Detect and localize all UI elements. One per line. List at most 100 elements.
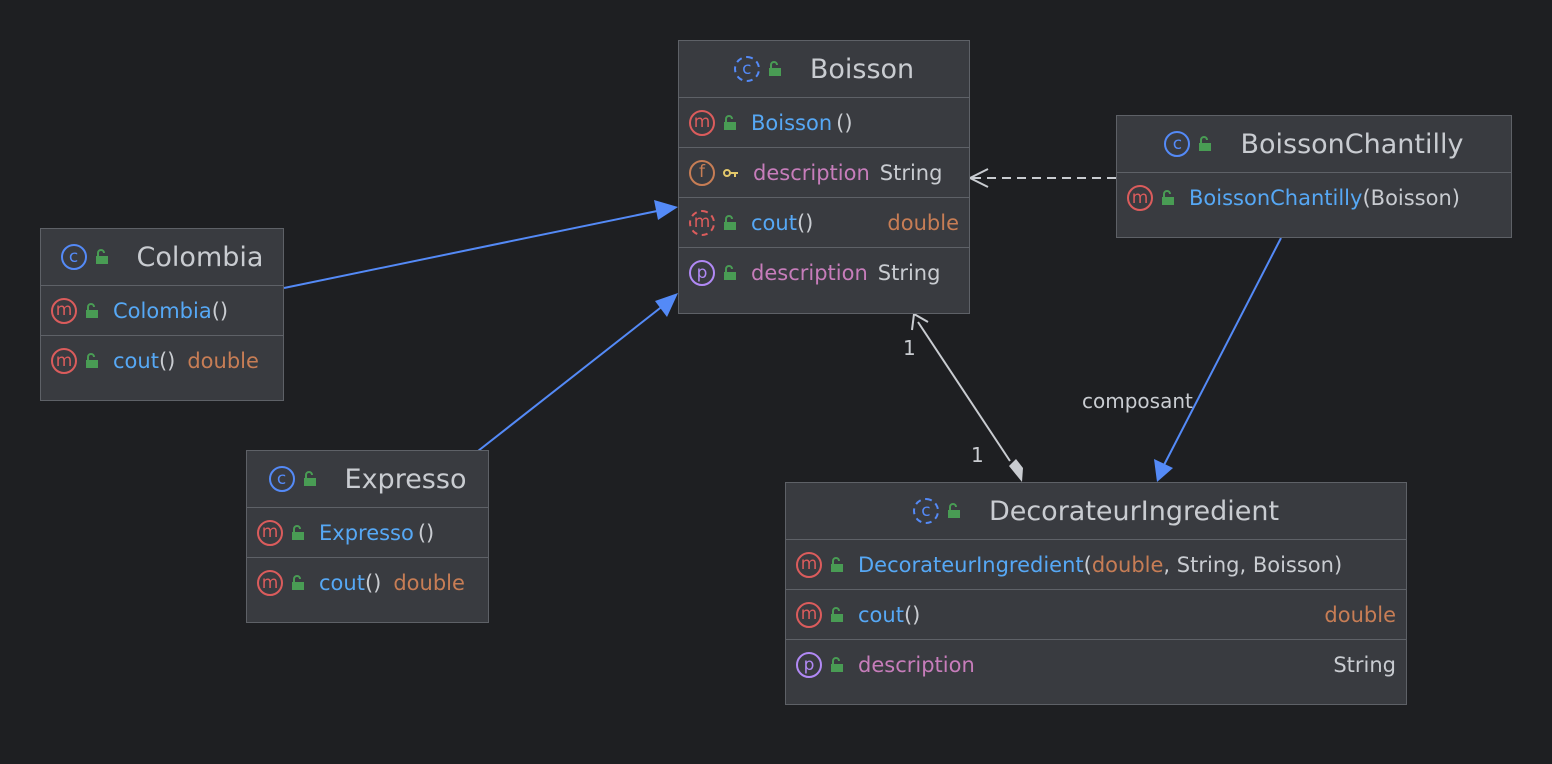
member-row[interactable]: m Colombia () — [41, 286, 283, 336]
member-row[interactable]: m cout () double — [679, 198, 969, 248]
lock-open-icon — [830, 556, 844, 573]
arrowhead-colombia — [654, 200, 678, 220]
class-decorateur-ingredient[interactable]: c DecorateurIngredient m DecorateurIngre… — [785, 482, 1407, 705]
class-header: c Boisson — [679, 41, 969, 98]
member-name: Expresso — [319, 520, 414, 545]
member-row[interactable]: m cout () double — [41, 336, 283, 386]
member-type: String — [877, 261, 941, 285]
param-type: String — [1176, 552, 1240, 577]
method-icon: m — [51, 297, 77, 324]
property-icon: p — [796, 652, 822, 678]
member-row[interactable]: p description String — [786, 640, 1406, 690]
member-name: BoissonChantilly — [1189, 186, 1363, 210]
member-type: double — [187, 349, 259, 373]
lock-open-icon — [830, 606, 844, 623]
class-header: c BoissonChantilly — [1117, 116, 1511, 173]
param-type: Boisson — [1252, 552, 1334, 577]
abstract-class-icon: c — [733, 56, 760, 82]
class-name: DecorateurIngredient — [988, 495, 1280, 527]
edge-colombia-to-boisson — [283, 209, 663, 289]
member-name: DecorateurIngredient — [858, 552, 1084, 577]
class-boisson-chantilly[interactable]: c BoissonChantilly m BoissonChantilly ( … — [1116, 115, 1512, 238]
param-type: double — [1091, 552, 1164, 577]
member-name: description — [858, 653, 975, 677]
lock-open-icon — [291, 524, 305, 541]
class-header: c DecorateurIngredient — [786, 483, 1406, 540]
method-icon: m — [257, 519, 283, 546]
param-close: ) — [1333, 552, 1343, 577]
class-name: Boisson — [809, 53, 915, 85]
method-icon: m — [51, 348, 77, 374]
lock-open-icon — [1161, 190, 1175, 206]
member-params: () — [158, 349, 176, 373]
member-row[interactable]: m DecorateurIngredient ( double , String… — [786, 540, 1406, 590]
member-row[interactable]: p description String — [679, 248, 969, 298]
multiplicity-top: 1 — [903, 336, 916, 360]
member-row[interactable]: m BoissonChantilly ( Boisson ) — [1117, 173, 1511, 223]
lock-open-icon — [1198, 136, 1212, 152]
lock-open-icon — [723, 114, 737, 131]
member-type: String — [1333, 653, 1396, 677]
lock-open-icon — [768, 61, 782, 77]
method-icon: m — [689, 109, 715, 136]
member-name: Boisson — [751, 110, 833, 135]
field-icon: f — [689, 159, 715, 186]
member-params: () — [836, 110, 853, 135]
lock-open-icon — [85, 353, 99, 369]
member-params: () — [796, 210, 814, 235]
member-row[interactable]: m Boisson () — [679, 98, 969, 148]
lock-open-icon — [95, 249, 109, 265]
member-name: Colombia — [113, 298, 212, 323]
class-expresso[interactable]: c Expresso m Expresso () m cout () doubl… — [246, 450, 489, 623]
member-name: cout — [113, 349, 159, 373]
class-header: c Expresso — [247, 451, 488, 508]
lock-open-icon — [85, 302, 99, 319]
arrowhead-dependency — [967, 168, 989, 188]
aggregation-diamond — [1009, 459, 1023, 482]
class-colombia[interactable]: c Colombia m Colombia () m cout () doubl… — [40, 228, 284, 401]
member-row[interactable]: m cout () double — [786, 590, 1406, 640]
member-params: () — [903, 602, 921, 627]
class-header: c Colombia — [41, 229, 283, 286]
lock-open-icon — [303, 471, 317, 487]
member-params: () — [211, 298, 229, 323]
member-name: cout — [319, 571, 365, 595]
edge-expresso-to-boisson — [477, 304, 665, 452]
property-icon: p — [689, 260, 715, 286]
class-name: BoissonChantilly — [1240, 128, 1464, 160]
lock-open-icon — [830, 657, 844, 673]
lock-open-icon — [723, 265, 737, 281]
class-icon: c — [60, 244, 87, 270]
method-icon: m — [1127, 185, 1153, 211]
param-type: Boisson — [1370, 186, 1452, 210]
member-params: () — [417, 520, 435, 545]
composant-label: composant — [1082, 389, 1193, 413]
member-params: () — [364, 571, 382, 595]
key-icon — [723, 167, 739, 179]
member-name: cout — [751, 210, 797, 235]
param-open: ( — [1362, 186, 1371, 210]
param-sep: , — [1163, 552, 1177, 577]
member-row[interactable]: m cout () double — [247, 558, 488, 608]
method-icon: m — [796, 551, 822, 578]
arrowhead-expresso — [655, 293, 678, 317]
class-boisson[interactable]: c Boisson m Boisson () f description Str… — [678, 40, 970, 314]
member-type: String — [879, 160, 943, 185]
param-close: ) — [1451, 186, 1460, 210]
lock-open-icon — [291, 575, 305, 591]
edge-decorateur-to-boisson — [917, 321, 1011, 462]
member-name: description — [751, 261, 868, 285]
member-type: double — [887, 210, 959, 235]
arrowhead-chantilly — [1154, 459, 1173, 482]
edge-chantilly-to-decorateur — [1163, 237, 1282, 466]
multiplicity-bottom: 1 — [971, 443, 984, 467]
class-name: Expresso — [344, 463, 467, 495]
class-icon: c — [1164, 131, 1191, 157]
member-type: double — [1324, 602, 1396, 627]
member-row[interactable]: m Expresso () — [247, 508, 488, 558]
method-icon: m — [796, 601, 822, 628]
class-icon: c — [268, 466, 295, 492]
param-sep: , — [1239, 552, 1253, 577]
member-row[interactable]: f description String — [679, 148, 969, 198]
